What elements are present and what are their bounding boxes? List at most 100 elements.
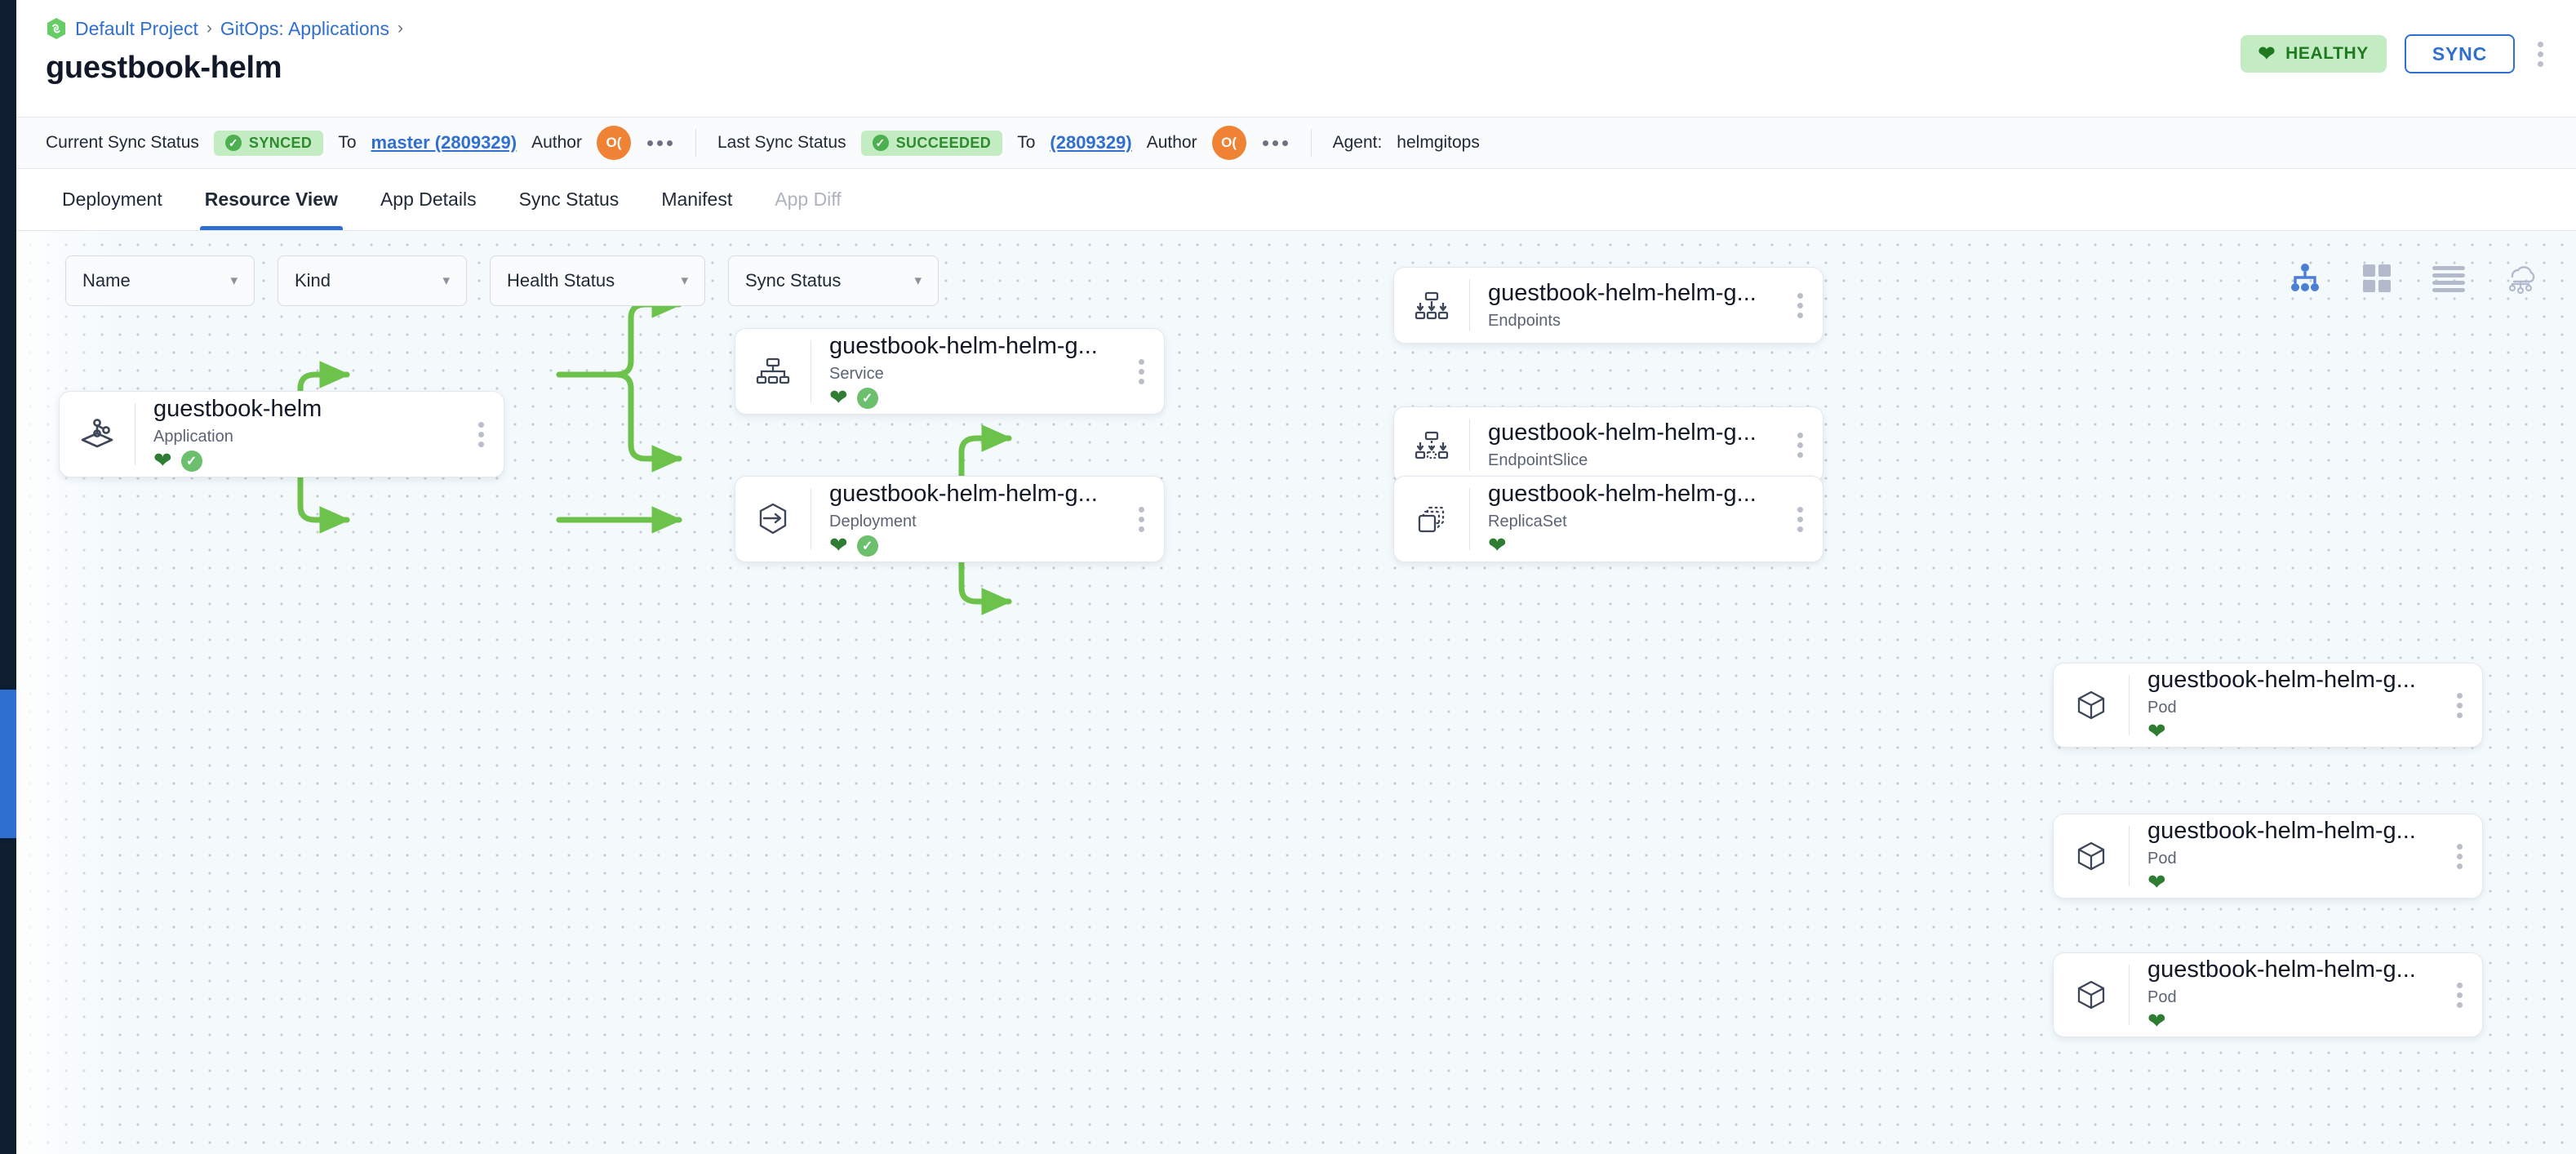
pod-icon [2054, 814, 2129, 898]
graph-node-pod-2[interactable]: guestbook-helm-helm-g... Pod ❤ [2053, 814, 2483, 899]
graph-node-pod-3[interactable]: guestbook-helm-helm-g... Pod ❤ [2053, 952, 2483, 1037]
service-icon [735, 329, 811, 414]
node-status-icons: ❤ ✓ [829, 535, 1126, 557]
node-divider [1469, 488, 1470, 550]
breadcrumb-link-default-project[interactable]: Default Project [75, 17, 198, 39]
node-divider [2129, 965, 2130, 1025]
current-sync-status-chip: ✓ SYNCED [213, 130, 324, 156]
node-divider [2129, 675, 2130, 735]
node-kind: Pod [2147, 698, 2177, 717]
endpoints-icon [1394, 268, 1469, 343]
current-sync-more-icon[interactable] [646, 135, 674, 151]
filter-health-status-select[interactable]: Health Status ▾ [490, 255, 705, 306]
last-sync-status-label: Last Sync Status [717, 133, 846, 152]
list-view-icon[interactable] [2431, 260, 2467, 296]
current-author-avatar[interactable]: O( [596, 126, 631, 160]
tab-deployment[interactable]: Deployment [62, 189, 162, 210]
chevron-down-icon: ▾ [914, 273, 922, 288]
node-menu-icon[interactable] [1134, 354, 1149, 389]
node-menu-icon[interactable] [1792, 428, 1808, 463]
node-divider [2129, 826, 2130, 886]
node-menu-icon[interactable] [1134, 502, 1149, 537]
graph-node-pod-1[interactable]: guestbook-helm-helm-g... Pod ❤ [2053, 663, 2483, 748]
heart-icon: ❤ [2258, 42, 2276, 65]
graph-node-service[interactable]: guestbook-helm-helm-g... Service ❤ ✓ [735, 328, 1165, 415]
graph-node-replicaset[interactable]: guestbook-helm-helm-g... ReplicaSet ❤ [1393, 476, 1823, 562]
check-circle-icon: ✓ [224, 135, 242, 151]
last-author-avatar[interactable]: O( [1211, 126, 1246, 160]
node-content: guestbook-helm-helm-g... Pod ❤ [2130, 956, 2452, 1032]
node-menu-icon[interactable] [1792, 502, 1808, 537]
header-overflow-menu-icon[interactable] [2533, 37, 2548, 72]
filter-kind-select[interactable]: Kind ▾ [278, 255, 467, 306]
heart-icon: ❤ [2147, 1009, 2166, 1034]
chevron-down-icon: ▾ [681, 273, 688, 288]
pod-icon [2054, 953, 2129, 1036]
main-column: Default Project › GitOps: Applications ›… [16, 0, 2576, 1154]
health-status-badge: ❤ HEALTHY [2240, 35, 2387, 73]
graph-node-endpointslice[interactable]: guestbook-helm-helm-g... EndpointSlice [1393, 406, 1823, 483]
node-menu-icon[interactable] [2452, 978, 2467, 1013]
node-content: guestbook-helm-helm-g... Endpoints [1470, 280, 1792, 330]
tab-sync-status[interactable]: Sync Status [518, 189, 620, 210]
check-circle-icon: ✓ [856, 387, 878, 409]
check-circle-icon: ✓ [180, 450, 202, 472]
last-sync-more-icon[interactable] [1261, 135, 1290, 151]
node-divider [1469, 279, 1470, 331]
heart-icon: ❤ [829, 533, 848, 558]
node-content: guestbook-helm-helm-g... Pod ❤ [2130, 667, 2452, 743]
last-sync-status-chip: ✓ SUCCEEDED [860, 130, 1003, 156]
tree-view-icon[interactable] [2287, 260, 2323, 296]
node-menu-icon[interactable] [2452, 688, 2467, 723]
filter-bar: Name ▾ Kind ▾ Health Status ▾ Sync Statu… [65, 255, 939, 306]
resource-graph-canvas[interactable]: Name ▾ Kind ▾ Health Status ▾ Sync Statu… [16, 231, 2576, 1154]
tab-app-diff: App Diff [775, 189, 842, 210]
graph-node-endpoints[interactable]: guestbook-helm-helm-g... Endpoints [1393, 267, 1823, 344]
network-view-icon[interactable] [2503, 260, 2538, 296]
node-status-icons: ❤ [2147, 1010, 2444, 1033]
heart-icon: ❤ [2147, 719, 2166, 744]
heart-icon: ❤ [829, 385, 848, 411]
node-kind: ReplicaSet [1488, 512, 1567, 530]
breadcrumb-link-gitops-applications[interactable]: GitOps: Applications [220, 17, 389, 39]
current-sync-status-label: Current Sync Status [46, 133, 199, 152]
graph-node-application[interactable]: guestbook-helm Application ❤ ✓ [59, 391, 504, 477]
node-content: guestbook-helm-helm-g... ReplicaSet ❤ [1470, 481, 1792, 557]
node-kind: Deployment [829, 512, 917, 530]
endpointslice-icon [1394, 407, 1469, 482]
tab-app-details[interactable]: App Details [380, 189, 477, 210]
agent-group: Agent: helmgitops [1333, 133, 1480, 153]
node-menu-icon[interactable] [2452, 839, 2467, 874]
heart-icon: ❤ [2147, 870, 2166, 895]
filter-health-status-label: Health Status [507, 270, 615, 291]
graph-node-deployment[interactable]: guestbook-helm-helm-g... Deployment ❤ ✓ [735, 476, 1165, 562]
node-kind: Endpoints [1488, 311, 1561, 330]
page-title: guestbook-helm [46, 51, 282, 85]
agent-value: helmgitops [1397, 133, 1480, 152]
filter-name-select[interactable]: Name ▾ [65, 255, 255, 306]
sync-button[interactable]: SYNC [2404, 34, 2515, 73]
left-nav-rail[interactable] [0, 0, 16, 1154]
filter-sync-status-select[interactable]: Sync Status ▾ [728, 255, 939, 306]
node-status-icons: ❤ [2147, 721, 2444, 743]
node-title: guestbook-helm [153, 396, 322, 423]
heart-icon: ❤ [153, 448, 172, 473]
last-revision-link[interactable]: (2809329) [1050, 132, 1132, 153]
node-menu-icon[interactable] [473, 417, 489, 452]
status-divider [1310, 129, 1312, 157]
breadcrumb: Default Project › GitOps: Applications › [46, 15, 2547, 42]
node-title: guestbook-helm-helm-g... [2147, 667, 2416, 694]
node-status-icons: ❤ [1488, 535, 1784, 557]
tab-manifest[interactable]: Manifest [661, 189, 733, 210]
tab-resource-view[interactable]: Resource View [184, 169, 359, 230]
node-kind: Application [153, 427, 233, 446]
node-menu-icon[interactable] [1792, 288, 1808, 323]
node-title: guestbook-helm-helm-g... [1488, 280, 1757, 307]
sync-status-bar: Current Sync Status ✓ SYNCED To master (… [16, 117, 2576, 169]
node-status-icons: ❤ [2147, 872, 2444, 894]
last-author-label: Author [1146, 133, 1197, 152]
grid-view-icon[interactable] [2359, 260, 2395, 296]
node-title: guestbook-helm-helm-g... [829, 333, 1098, 360]
chevron-down-icon: ▾ [230, 273, 238, 288]
current-revision-link[interactable]: master (2809329) [371, 132, 517, 153]
